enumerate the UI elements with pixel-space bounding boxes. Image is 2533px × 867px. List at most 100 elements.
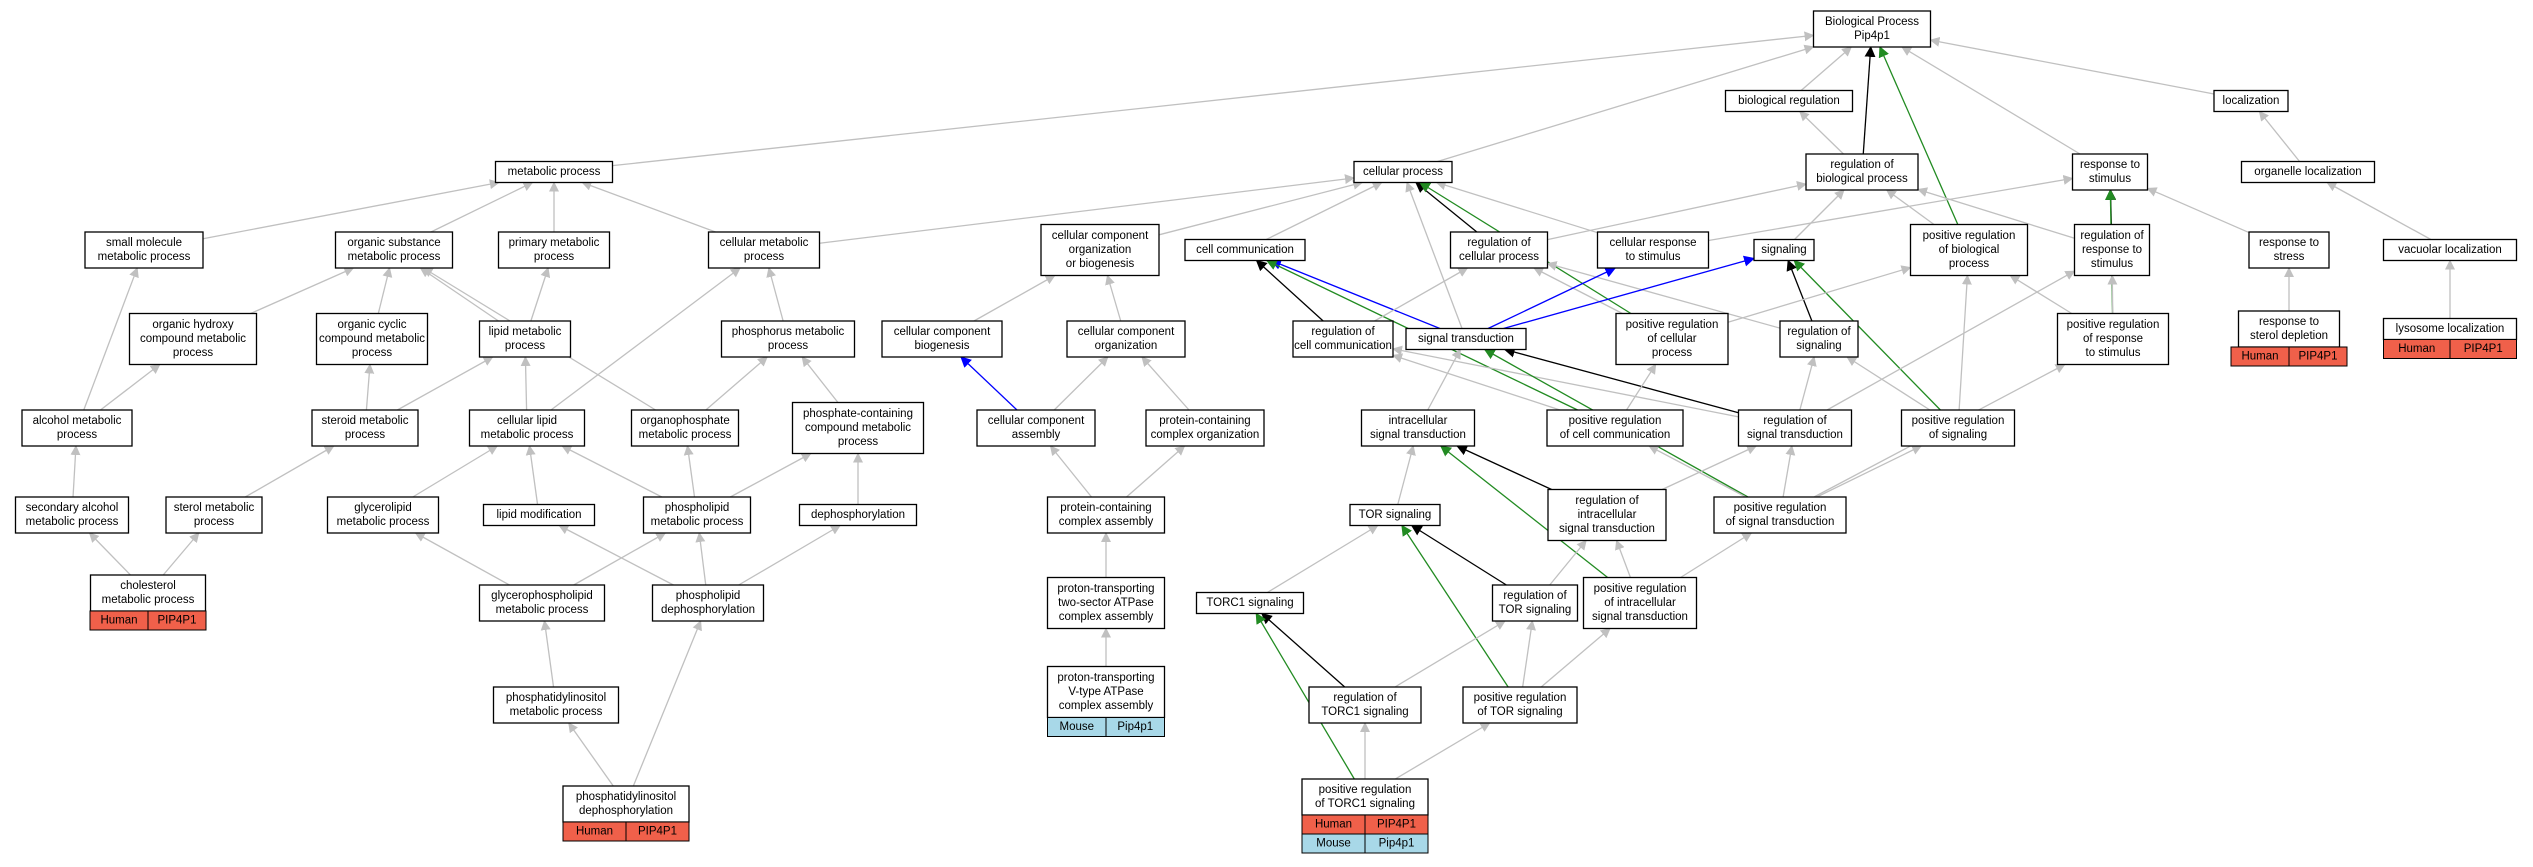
term-label: glycerolipid: [354, 502, 412, 514]
term-label: TORC1 signaling: [1321, 706, 1408, 718]
go-term-cellproc[interactable]: cellular process: [1353, 160, 1453, 184]
term-label: protein-containing: [1159, 415, 1250, 427]
go-term-lipidmod[interactable]: lipid modification: [482, 503, 596, 527]
go-term-bioreg[interactable]: biological regulation: [1724, 89, 1854, 113]
term-label: cellular component: [1052, 230, 1149, 242]
term-label: response to: [2259, 237, 2319, 249]
gene-label: PIP4P1: [2464, 343, 2503, 355]
term-label: regulation of: [1787, 326, 1851, 338]
term-label: phosphate-containing: [803, 408, 913, 420]
go-term-glycerolipid[interactable]: glycerolipid metabolic process: [326, 496, 440, 534]
term-box: [128, 312, 258, 366]
edge-protcomplex-to-ccorgz: [1141, 356, 1190, 411]
gene-cell: [2449, 339, 2517, 359]
term-label: complex assembly: [1059, 700, 1154, 712]
edge-phosinosdephos-to-phosinos: [568, 722, 614, 787]
term-box: [2056, 312, 2170, 366]
edge-regbio-to-bp: [1862, 45, 1876, 155]
go-term-sigtrans[interactable]: signal transduction: [1405, 327, 1527, 351]
term-box: [1582, 576, 1698, 630]
go-term-metab[interactable]: metabolic process: [494, 160, 614, 184]
go-term-phosinosdephos[interactable]: phosphatidylinositoldephosphorylationHum…: [562, 785, 690, 842]
edge-posregbio-to-regbio: [1885, 189, 1935, 226]
go-term-torc1[interactable]: TORC1 signaling: [1195, 591, 1305, 615]
edge-sigtrans-to-cellcomm: [1270, 259, 1441, 330]
go-term-tor[interactable]: TOR signaling: [1349, 503, 1441, 527]
term-box: [2073, 223, 2151, 277]
term-label: metabolic process: [337, 516, 430, 528]
go-term-organloc[interactable]: organelle localization: [2240, 160, 2376, 184]
edge-respstress-to-respstim: [2146, 187, 2250, 234]
term-label: lipid metabolic: [489, 326, 562, 338]
go-term-vacloc[interactable]: vacuolar localization: [2382, 238, 2518, 262]
term-label: process: [345, 429, 386, 441]
term-label: of cellular: [1647, 333, 1696, 345]
edge-cholesterol-to-sterol: [162, 532, 200, 576]
term-label: response to: [2080, 159, 2140, 171]
go-term-cellcomm[interactable]: cell communication: [1184, 238, 1306, 262]
edge-regintra-to-intracell: [1456, 445, 1552, 491]
edge-posregcellcomm-to-posregcell: [1625, 363, 1657, 411]
go-term-dephos[interactable]: dephosphorylation: [798, 503, 918, 527]
go-term-loc[interactable]: localization: [2213, 89, 2289, 113]
term-box: [720, 320, 856, 358]
go-term-signaling[interactable]: signaling: [1753, 238, 1815, 262]
term-box: [492, 686, 620, 724]
term-label: organic hydroxy: [152, 319, 233, 331]
term-box: [84, 231, 204, 269]
